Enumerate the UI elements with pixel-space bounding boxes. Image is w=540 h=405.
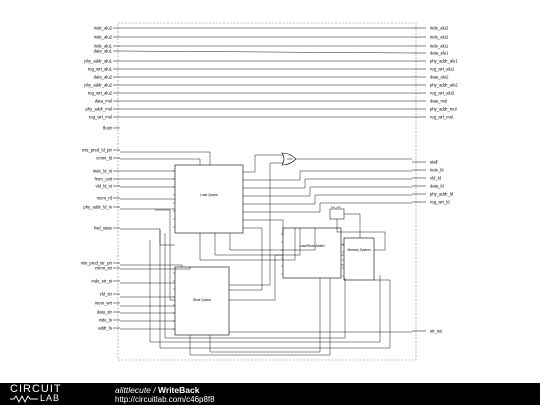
output-port-label: reg_wrt_mul (430, 115, 453, 120)
input-port-label: mis_pred_ld_ptr (82, 148, 113, 153)
memory-system-label: Memory System (347, 248, 370, 252)
block-pin-labels (173, 170, 344, 330)
passthrough-wire (119, 50, 413, 54)
input-port-label: inde_alu2 (94, 26, 113, 31)
load-queue-label: Load Queue (200, 193, 218, 197)
output-port-label: inde_alu1 (430, 44, 449, 49)
input-port-label: mem_wrt (95, 301, 113, 306)
output-port-label: inde_alu2 (430, 35, 449, 40)
output-port-label: inde_alu2 (430, 26, 449, 31)
input-port-label: vld_ld_st (95, 184, 112, 189)
output-port-label: data_mul (430, 99, 447, 104)
output-port-label: vld_ld (430, 176, 442, 181)
input-port-label: addr_ls (98, 326, 112, 331)
passthrough-wires (119, 27, 413, 118)
input-port-label: cmmt_str (95, 266, 113, 271)
logo-text-top: CIRCUIT (10, 383, 62, 395)
output-port-label: str_iss (430, 329, 442, 334)
input-port-label: phy_addr_alu2 (84, 83, 112, 88)
logo-text-bottom: LAB (40, 393, 61, 403)
arbiter-block[interactable]: Load/Store Arbiter (282, 227, 342, 279)
output-port-label: data_ld (430, 184, 444, 189)
store-queue-label: Store Queue (193, 298, 211, 302)
output-port-label: phy_addr_alu2 (430, 83, 458, 88)
subcircuit-boundary (117, 22, 417, 361)
input-port-label: cmmt_ld (96, 156, 112, 161)
or-gate[interactable]: OR2 (281, 152, 297, 166)
input-port-label: phy_addr_mul (85, 107, 112, 112)
input-port-label: fwd_state (94, 226, 113, 231)
footer-bar: CIRCUIT LAB alittlecute / WriteBack http… (0, 383, 540, 405)
interconnect-wires (120, 151, 412, 356)
input-port-label: phy_addr_ld_in (83, 205, 112, 210)
input-port-label: mis_pred_str_ptr (81, 261, 113, 266)
input-port-label: data_alu2 (94, 75, 113, 80)
input-port-label: flush (103, 126, 113, 131)
bus-ack-block[interactable]: bus_ack (329, 205, 345, 220)
circuit-url[interactable]: http://circuitlab.com/c46p8f8 (115, 395, 215, 404)
input-port-label: phy_addr_alu1 (84, 59, 112, 64)
input-port-label: reg_wrt_alu1 (88, 67, 113, 72)
output-port-label: reg_wrt_alu2 (430, 91, 455, 96)
author-name[interactable]: alittlecute (115, 385, 151, 395)
input-port-label: data_mul (95, 99, 112, 104)
schematic-canvas: inde_alu2inde_alu2inde_alu1data_alu1phy_… (81, 22, 458, 361)
circuitlab-logo[interactable]: CIRCUIT LAB (10, 384, 70, 404)
circuit-name: WriteBack (158, 385, 200, 395)
output-port-label: data_alu2 (430, 75, 449, 80)
input-port-label: inde_ld_st (93, 169, 113, 174)
output-port-label: phy_addr_alu1 (430, 59, 458, 64)
output-port-label: phy_addr_mul (430, 107, 457, 112)
arbiter-label: Load/Store Arbiter (299, 244, 326, 248)
title-separator: / (150, 385, 159, 395)
load-queue-block[interactable]: Load Queue (174, 164, 244, 234)
output-port-label: reg_wrt_ld (430, 200, 450, 205)
output-port-label: phy_addr_ld (430, 192, 454, 197)
output-port-label: inde_ld (430, 168, 444, 173)
circuit-title: alittlecute / WriteBack (115, 385, 199, 395)
output-port-label: data_alu1 (430, 51, 449, 56)
input-port-label: reg_wrt_alu2 (88, 91, 113, 96)
output-port-labels: inde_alu2 inde_alu2 inde_alu1 data_alu1 phy_… (412, 26, 458, 334)
input-port-label: inde_alu2 (94, 35, 113, 40)
bus-ack-label: bus_ack (331, 205, 341, 209)
input-port-label: reg_wrt_mul (89, 115, 112, 120)
input-port-label: inde_str_st (92, 279, 113, 284)
output-port-label: stall (430, 160, 438, 165)
input-port-label: inde_alu1 (94, 44, 113, 49)
input-port-label: vld_str (100, 292, 113, 297)
or-gate-label: OR2 (287, 157, 293, 161)
input-port-label: data_alu1 (94, 49, 113, 54)
input-port-label: data_str (97, 310, 113, 315)
memory-system-block[interactable]: Memory System (343, 237, 375, 281)
logo-wave-icon (10, 395, 38, 403)
input-port-label: inde_ls (99, 318, 112, 323)
input-port-label: from_unit (95, 177, 113, 182)
input-port-label: mem_rd (97, 196, 113, 201)
store-queue-block[interactable]: Store Queue (174, 266, 230, 336)
output-port-label: reg_wrt_alu1 (430, 67, 455, 72)
